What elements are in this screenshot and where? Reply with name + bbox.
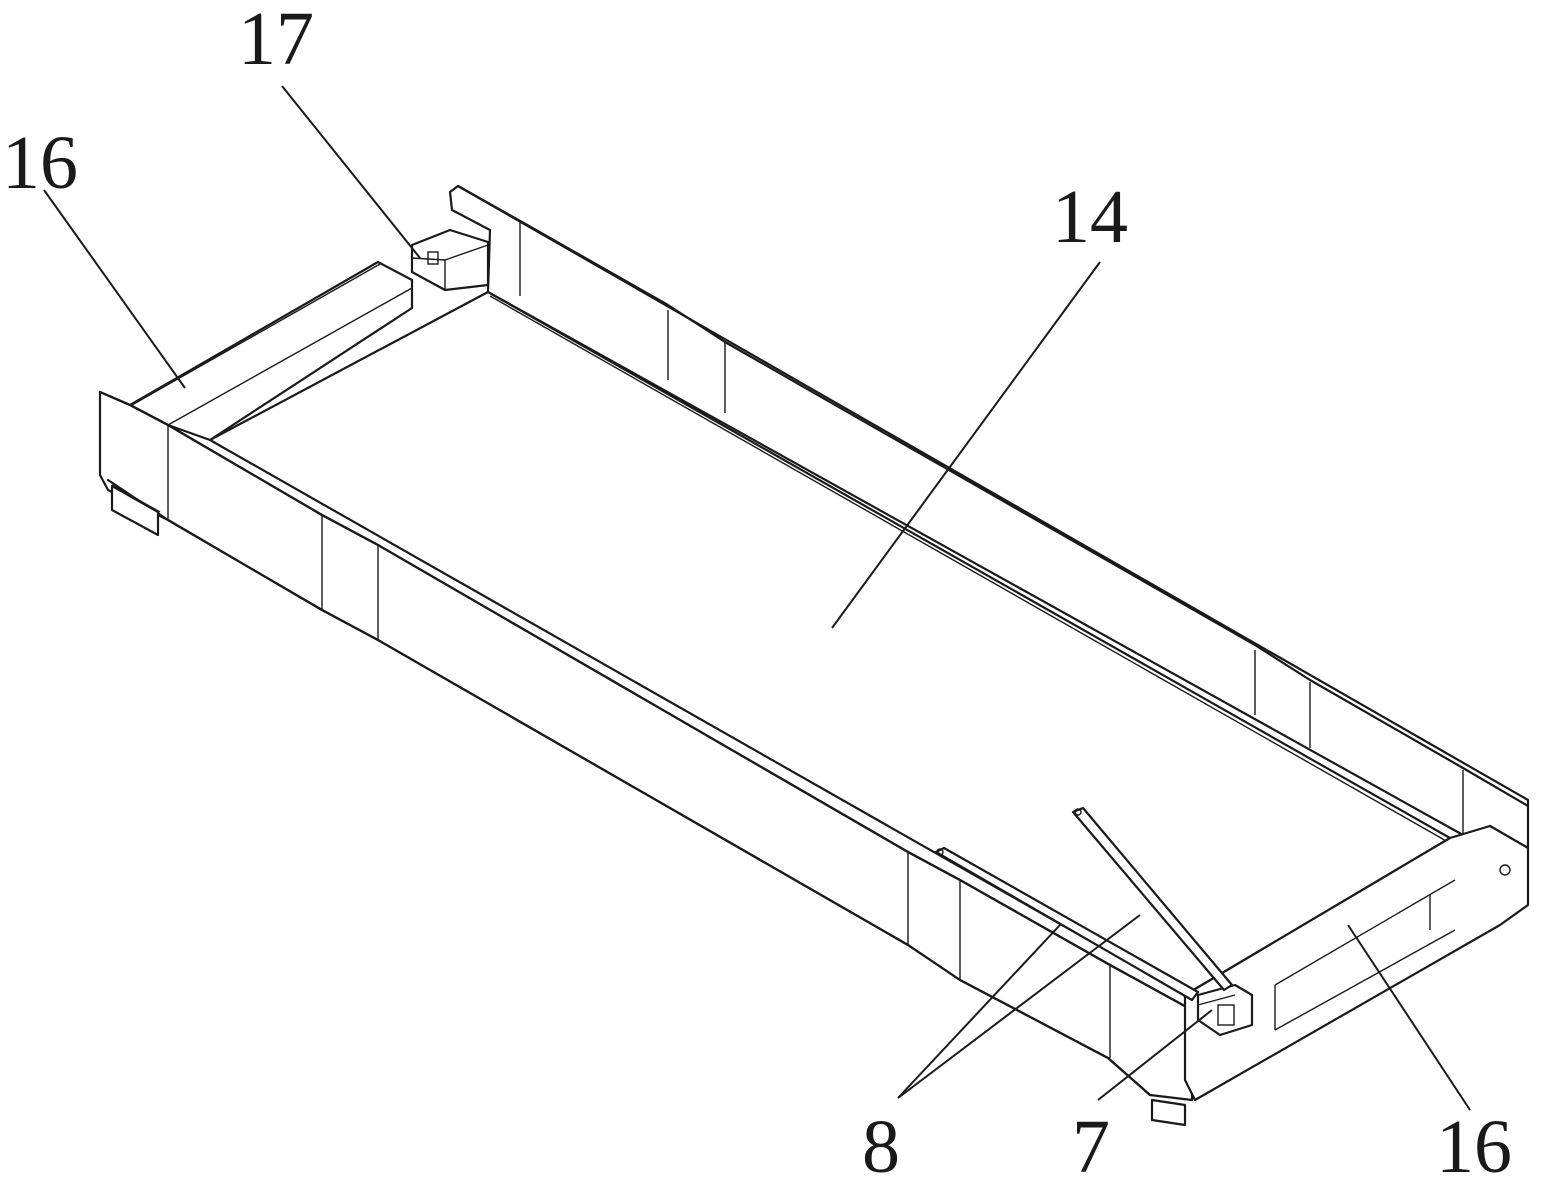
reference-numerals: 17 16 14 8 7 16	[2, 0, 1512, 1182]
leader-16-left	[43, 189, 186, 389]
strap-bars-8	[934, 806, 1234, 1002]
leader-14	[831, 261, 1101, 629]
label-16-right: 16	[1436, 1105, 1512, 1182]
label-8: 8	[862, 1105, 900, 1182]
leader-lines	[43, 85, 1471, 1111]
right-end-wall	[1150, 824, 1530, 1127]
label-14: 14	[1052, 175, 1128, 259]
label-17: 17	[238, 0, 314, 81]
leader-8-b	[897, 914, 1141, 1099]
label-16-left: 16	[2, 121, 78, 205]
corner-bracket-17	[410, 228, 490, 292]
leader-8-a	[897, 924, 1061, 1099]
leader-7	[1097, 1009, 1213, 1101]
leader-17	[281, 85, 421, 259]
leader-16-right	[1347, 924, 1471, 1111]
label-7: 7	[1072, 1105, 1110, 1182]
front-side-wall	[98, 390, 1194, 1102]
